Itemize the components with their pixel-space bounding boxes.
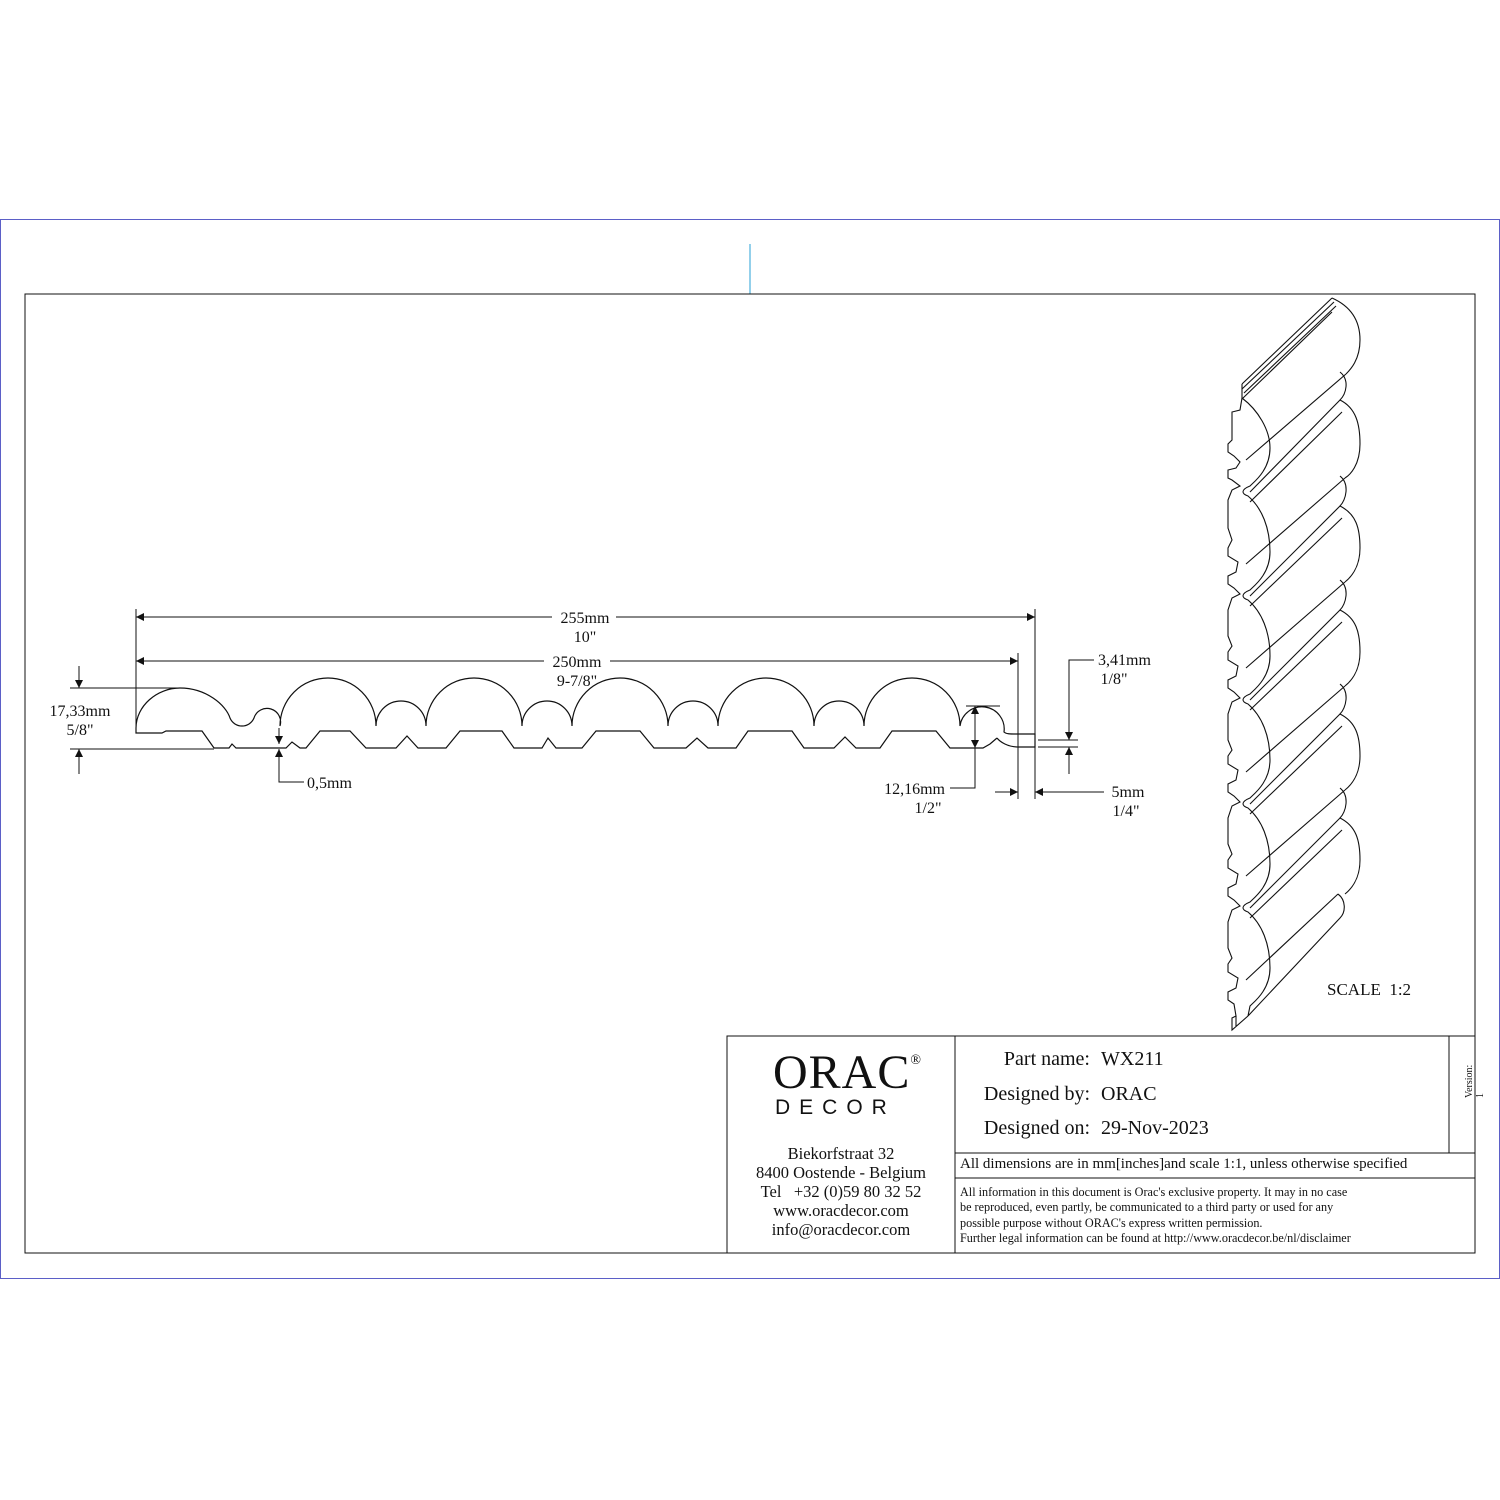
address-website: www.oracdecor.com [773, 1201, 909, 1220]
dim-gap-mm: 0,5mm [307, 775, 352, 792]
dim-250-inch: 9-7/8" [557, 673, 597, 690]
dim-255-mm: 255mm [561, 610, 610, 627]
profile-left-edge [135, 728, 215, 749]
legal-line-2: be reproduced, even partly, be communica… [960, 1200, 1334, 1214]
dim-tongue-width-mm: 5mm [1112, 784, 1145, 801]
designed-by-label: Designed by: [983, 1083, 1090, 1105]
designed-by-value: ORAC [1101, 1083, 1157, 1105]
address-email: info@oracdecor.com [771, 1220, 911, 1239]
dim-tongue-height-mm: 3,41mm [1098, 652, 1151, 669]
leader-tongue-height [1065, 659, 1094, 740]
dim-250-mm: 250mm [553, 654, 602, 671]
address-phone: Tel +32 (0)59 80 32 52 [760, 1182, 922, 1201]
dim-tongue-height-inch: 1/8" [1101, 671, 1128, 688]
leader-bead [950, 748, 976, 789]
dim-255-inch: 10" [574, 629, 597, 646]
designed-on-label: Designed on: [983, 1117, 1090, 1139]
scale-label: SCALE 1:2 [1327, 980, 1411, 999]
logo-decor: DECOR [775, 1096, 896, 1119]
legal-line-1: All information in this document is Orac… [960, 1185, 1348, 1199]
part-name-value: WX211 [1101, 1048, 1164, 1070]
legal-line-3: possible purpose without ORAC's express … [960, 1216, 1263, 1230]
address-line-1: Biekorfstraat 32 [787, 1144, 895, 1163]
dim-height-inch: 5/8" [67, 722, 94, 739]
dim-tongue-width-inch: 1/4" [1113, 803, 1140, 820]
logo-main: ORAC [773, 1046, 911, 1099]
isometric-view [1227, 297, 1361, 1032]
version-label: Version: 1 [1464, 1064, 1486, 1098]
dim-bead-inch: 1/2" [915, 800, 942, 817]
dim-bead-mm: 12,16mm [884, 781, 945, 798]
leader-gap [278, 765, 304, 783]
dim-height-mm: 17,33mm [50, 703, 111, 720]
profile-bottom-outline [214, 730, 998, 749]
designed-on-value: 29-Nov-2023 [1101, 1117, 1209, 1139]
outer-frame [0, 219, 1500, 1279]
part-name-label: Part name: [1003, 1048, 1090, 1070]
title-block-frame [726, 1035, 1476, 1254]
address-line-2: 8400 Oostende - Belgium [755, 1163, 927, 1182]
inner-border [24, 293, 1476, 1254]
dimensions-note: All dimensions are in mm[inches]and scal… [960, 1156, 1408, 1172]
profile-top-outline [135, 677, 1036, 748]
logo-registered: ® [910, 1053, 922, 1068]
legal-line-4: Further legal information can be found a… [960, 1231, 1351, 1245]
orac-logo: ORAC® [773, 1045, 922, 1100]
